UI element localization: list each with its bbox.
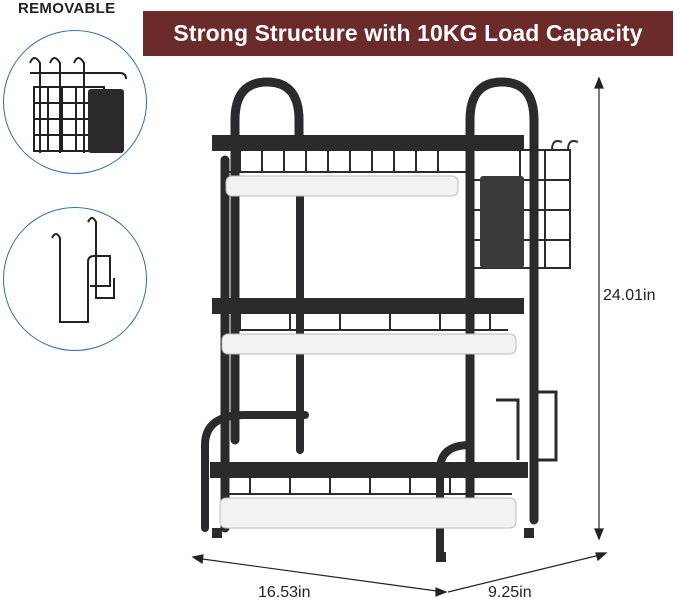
hook-illustration bbox=[51, 217, 115, 323]
headline-banner: Strong Structure with 10KG Load Capacity bbox=[143, 11, 673, 56]
headline-text: Strong Structure with 10KG Load Capacity bbox=[173, 20, 643, 46]
width-dimension-label: 16.53in bbox=[258, 584, 311, 601]
utensil-basket-illustration bbox=[29, 57, 127, 153]
removable-label: REMOVABLE bbox=[18, 0, 116, 17]
utensil-basket-detail bbox=[3, 30, 147, 174]
depth-dimension-label: 9.25in bbox=[488, 584, 532, 601]
height-dimension-label: 24.01in bbox=[603, 287, 656, 304]
hook-detail bbox=[3, 207, 147, 351]
